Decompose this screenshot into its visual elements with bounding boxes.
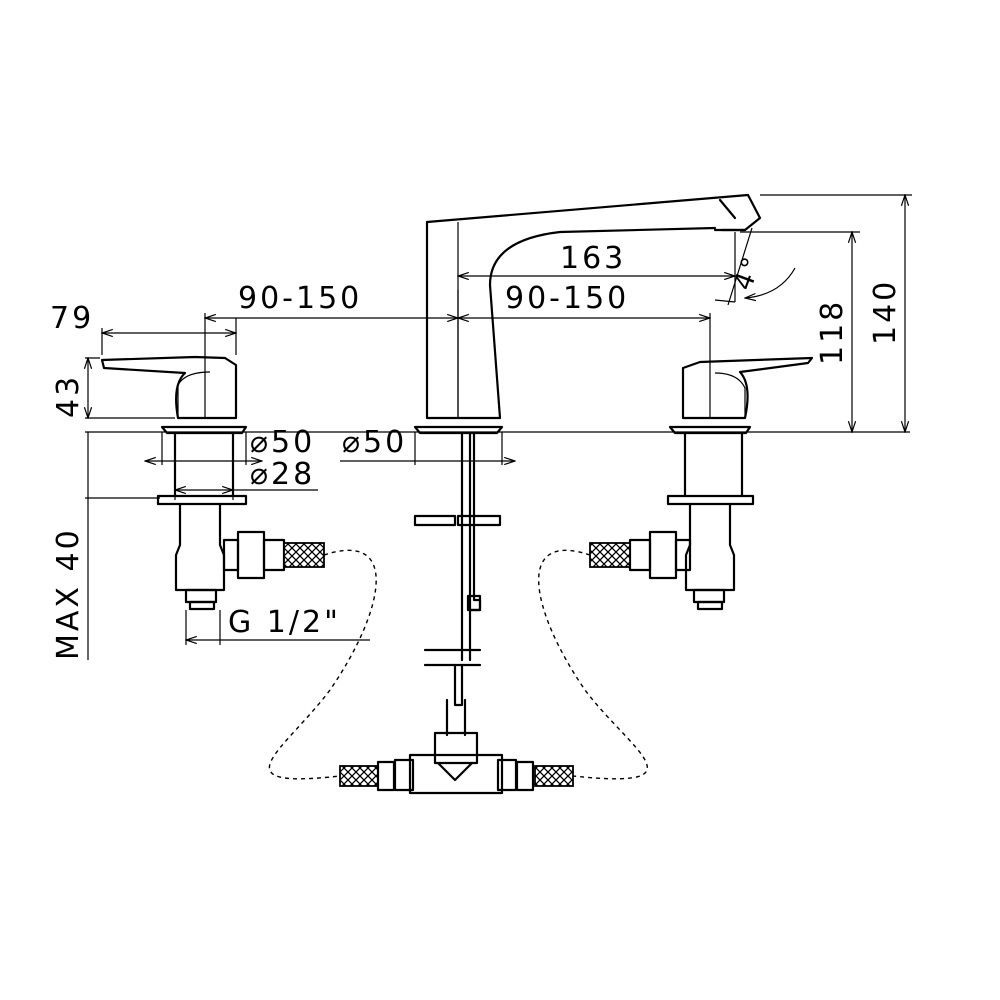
dim-base-diameter-center: ⌀50: [342, 425, 407, 460]
dim-spout-distance-right: 90-150: [505, 281, 629, 316]
dim-spout-distance-left: 90-150: [238, 281, 362, 316]
dim-shank-diameter: ⌀28: [250, 457, 315, 492]
right-valve: [589, 356, 814, 611]
dim-thread-size: G 1/2": [228, 605, 341, 640]
flexible-hoses: [268, 549, 648, 780]
dim-handle-height: 43: [51, 374, 86, 418]
dimension-labels: 79 43 90-150 90-150 163 4° 118 140 ⌀50 ⌀…: [50, 241, 903, 660]
dimension-lines: [85, 195, 912, 660]
left-valve: [100, 355, 325, 611]
dim-spout-reach: 163: [560, 241, 626, 276]
dim-base-diameter-left: ⌀50: [250, 425, 315, 460]
dim-total-height: 140: [868, 279, 903, 345]
dim-handle-width: 79: [50, 301, 94, 336]
center-spout: [339, 193, 762, 795]
dim-spout-height: 118: [815, 299, 850, 365]
dim-max-deck-thickness: MAX 40: [51, 527, 86, 660]
